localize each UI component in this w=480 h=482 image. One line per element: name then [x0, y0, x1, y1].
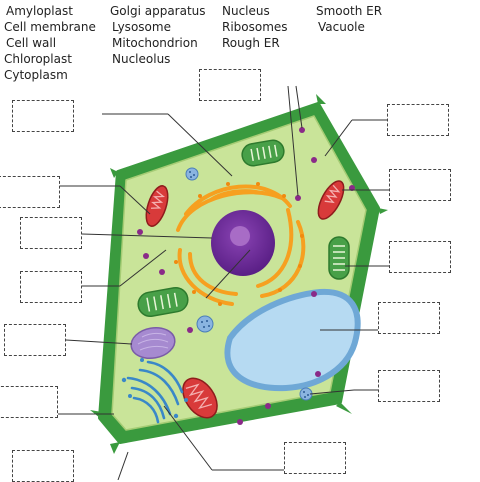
label-box-1[interactable]: [199, 69, 261, 101]
label-box-4[interactable]: [0, 176, 60, 208]
mitochondrion: [317, 180, 345, 220]
mitochondrion: [182, 377, 218, 419]
golgi-apparatus: [126, 360, 184, 424]
word-bank-item: Nucleolus: [112, 52, 171, 66]
chloroplast: [328, 236, 350, 280]
word-bank-item: Cell wall: [6, 36, 57, 50]
word-bank-item: Cell membrane: [4, 20, 96, 34]
amyloplast: [196, 315, 214, 333]
rough-er-ribosomes: [174, 182, 304, 306]
word-bank-item: Vacuole: [318, 20, 365, 34]
rough-er: [176, 184, 306, 306]
ribosomes: [137, 127, 355, 425]
label-box-3[interactable]: [12, 100, 74, 132]
label-box-12[interactable]: [0, 386, 58, 418]
word-bank-item: Chloroplast: [4, 52, 72, 66]
label-box-14[interactable]: [12, 450, 74, 482]
word-bank-item: Ribosomes: [222, 20, 288, 34]
label-box-7[interactable]: [389, 241, 451, 273]
chloroplast: [137, 286, 189, 318]
amyloplast: [185, 167, 199, 181]
nucleolus: [230, 226, 250, 246]
word-bank-item: Cytoplasm: [4, 68, 68, 82]
label-box-11[interactable]: [378, 370, 440, 402]
label-box-5[interactable]: [389, 169, 451, 201]
cell-wall-corners: [90, 94, 388, 454]
label-box-2[interactable]: [387, 104, 449, 136]
label-box-9[interactable]: [378, 302, 440, 334]
lysosome: [130, 326, 176, 360]
label-box-6[interactable]: [20, 217, 82, 249]
word-bank-item: Golgi apparatus: [110, 4, 206, 18]
chloroplast: [241, 139, 285, 167]
vacuole: [224, 288, 361, 392]
label-box-10[interactable]: [4, 324, 66, 356]
word-bank-item: Mitochondrion: [112, 36, 198, 50]
mitochondrion: [145, 185, 169, 227]
word-bank-item: Nucleus: [222, 4, 270, 18]
amyloplast: [299, 387, 313, 401]
golgi-vesicles: [121, 358, 188, 419]
label-box-8[interactable]: [20, 271, 82, 303]
word-bank-item: Rough ER: [222, 36, 280, 50]
word-bank-item: Amyloplast: [6, 4, 73, 18]
label-box-13[interactable]: [284, 442, 346, 474]
word-bank-item: Lysosome: [112, 20, 171, 34]
word-bank-item: Smooth ER: [316, 4, 383, 18]
